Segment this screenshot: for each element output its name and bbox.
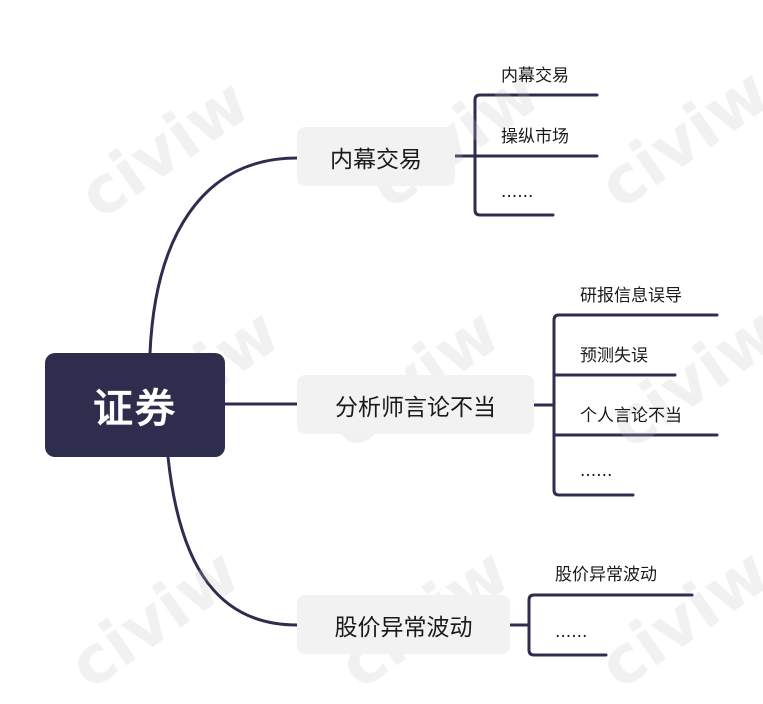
leaf-node[interactable]: 内幕交易 <box>501 66 569 86</box>
leaf-node[interactable]: 操纵市场 <box>501 127 569 147</box>
branch-node-analyst-remarks[interactable]: 分析师言论不当 <box>297 375 534 434</box>
branch-label: 分析师言论不当 <box>335 394 496 421</box>
leaf-node[interactable]: 个人言论不当 <box>580 406 682 426</box>
root-label: 证券 <box>93 386 177 432</box>
leaf-node[interactable]: 研报信息误导 <box>580 286 682 306</box>
bracket-3 <box>527 593 694 657</box>
leaf-node[interactable]: 股价异常波动 <box>555 565 657 585</box>
branch-label: 内幕交易 <box>330 146 422 173</box>
leaf-node[interactable]: ...... <box>501 182 534 202</box>
bracket-1 <box>473 93 599 217</box>
edge-root-branch-1 <box>148 156 299 355</box>
branch-node-price-volatility[interactable]: 股价异常波动 <box>297 595 510 654</box>
branch-node-insider-trading[interactable]: 内幕交易 <box>297 127 455 186</box>
branch-label: 股价异常波动 <box>334 614 473 641</box>
bracket-2 <box>552 313 719 497</box>
leaf-node[interactable]: 预测失误 <box>580 346 648 366</box>
leaf-node[interactable]: ...... <box>580 461 613 481</box>
leaf-node[interactable]: ...... <box>555 622 588 642</box>
root-node[interactable]: 证券 <box>45 353 225 457</box>
edge-root-branch-3 <box>166 455 299 627</box>
